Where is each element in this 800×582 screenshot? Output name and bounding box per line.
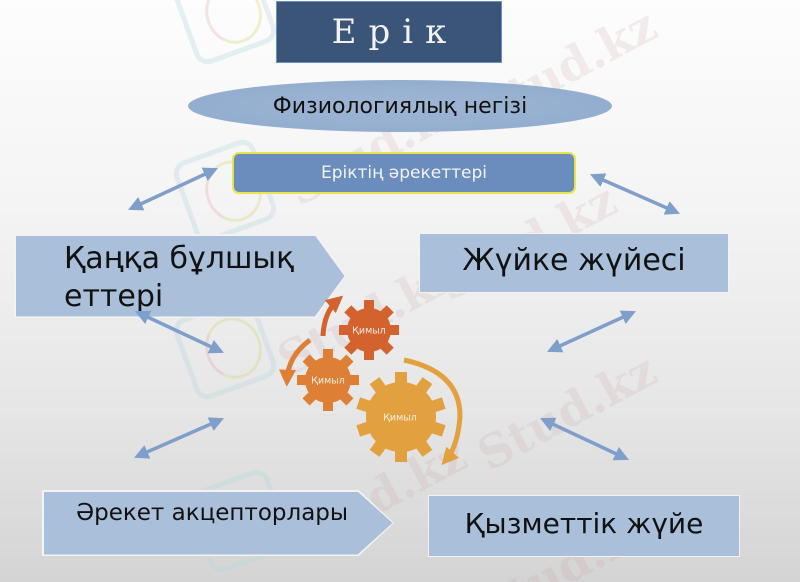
left-chevron-label: Қаңқа бұлшық еттері	[64, 241, 295, 314]
double-arrow-icon	[589, 173, 681, 215]
gear-label-left: Қимыл	[311, 375, 345, 387]
physiological-basis-ellipse: Физиологиялық негізі	[188, 80, 612, 132]
nervous-system-box: Жүйке жүйесі	[419, 233, 729, 293]
functional-system-box: Қызметтік жүйе	[428, 495, 740, 557]
skeletal-muscles-chevron	[14, 234, 346, 318]
double-arrow-icon	[133, 417, 225, 459]
gear-label-top: Қимыл	[352, 325, 386, 337]
will-actions-box: Еріктің әрекеттері	[232, 152, 576, 194]
double-arrow-icon	[540, 417, 629, 461]
bottom-right-box-label: Қызметтік жүйе	[464, 506, 704, 540]
watermark-logo-icon	[169, 0, 281, 69]
double-arrow-icon	[135, 310, 224, 354]
watermark-text: Stud.kz	[468, 342, 666, 482]
double-arrow-icon	[127, 167, 219, 211]
double-arrow-icon	[546, 310, 637, 353]
ellipse-label: Физиологиялық негізі	[272, 93, 528, 119]
rotation-arrow-icon	[320, 295, 344, 337]
bottom-left-chevron-label: Әрекет акцепторлары	[76, 500, 349, 526]
slide-title-box: Ерік	[276, 1, 502, 63]
rotation-arrow-icon	[278, 337, 312, 387]
action-acceptors-chevron: Әрекет акцепторлары	[42, 490, 394, 556]
action-box-label: Еріктің әрекеттері	[321, 163, 487, 183]
slide-title: Ерік	[331, 12, 459, 52]
right-box-label: Жүйке жүйесі	[462, 242, 686, 278]
gear-label-big: Қимыл	[383, 412, 417, 424]
rotation-arrow-icon	[403, 357, 463, 466]
